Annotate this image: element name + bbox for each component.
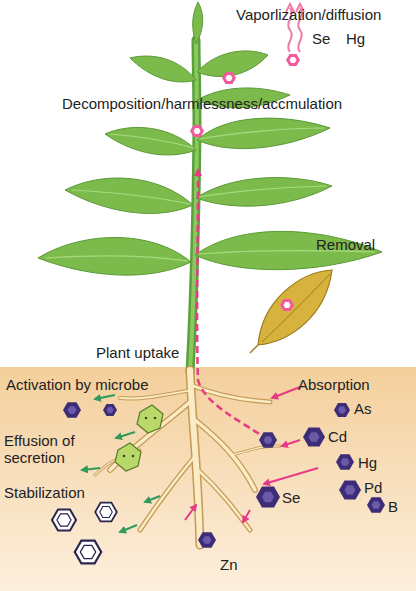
label: Cd <box>328 428 347 445</box>
label: Removal <box>316 236 375 253</box>
label: As <box>354 400 372 417</box>
label: Pd <box>364 479 382 496</box>
label: Plant uptake <box>96 344 179 361</box>
label: B <box>388 498 398 515</box>
label: Hg <box>346 30 365 47</box>
label: Effusion of secretion <box>4 432 96 466</box>
label: Stabilization <box>4 484 85 501</box>
label: Se <box>312 30 330 47</box>
label: Vaporlization/diffusion <box>236 6 381 23</box>
label: Hg <box>358 454 377 471</box>
label: Decomposition/harmlessness/accmulation <box>62 95 342 112</box>
label: Zn <box>220 556 238 573</box>
label: Se <box>282 489 300 506</box>
label: Activation by microbe <box>6 376 149 393</box>
label: Absorption <box>298 376 370 393</box>
